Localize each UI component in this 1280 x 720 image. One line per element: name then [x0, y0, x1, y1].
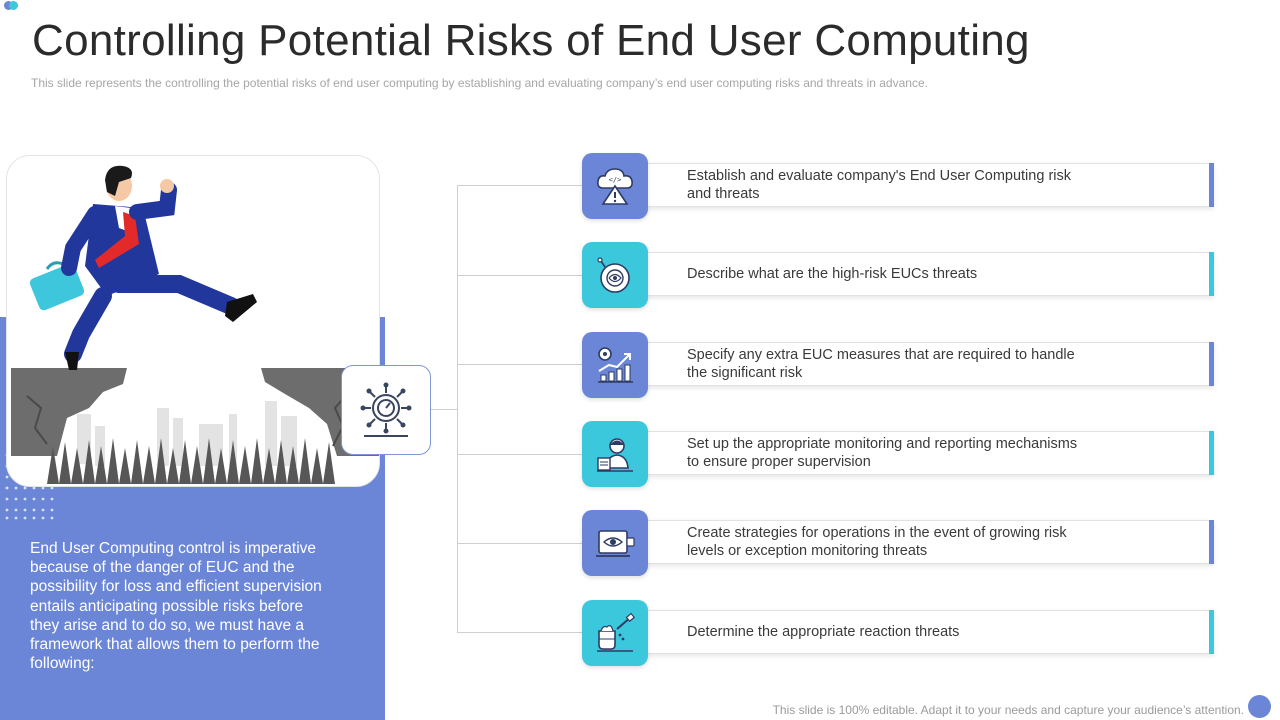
- panel-description: End User Computing control is imperative…: [30, 540, 322, 673]
- page-subtitle: This slide represents the controlling th…: [31, 76, 928, 90]
- list-item: Create strategies for operations in the …: [644, 520, 1214, 564]
- corner-dots-decoration: [4, 0, 18, 10]
- item-text: Describe what are the high-risk EUCs thr…: [687, 266, 978, 282]
- list-item: Set up the appropriate monitoring and re…: [644, 431, 1214, 475]
- illustration-card: [6, 155, 380, 487]
- item-accent-bar: [1209, 252, 1214, 296]
- item-text: Establish and evaluate company's End Use…: [687, 168, 1071, 202]
- item-accent-bar: [1209, 342, 1214, 386]
- page-title: Controlling Potential Risks of End User …: [32, 16, 1030, 65]
- item-accent-bar: [1209, 610, 1214, 654]
- list-item: Describe what are the high-risk EUCs thr…: [644, 252, 1214, 296]
- item-accent-bar: [1209, 431, 1214, 475]
- connector-1: [457, 185, 582, 186]
- item-text: Set up the appropriate monitoring and re…: [687, 436, 1078, 470]
- virus-bomb-icon: [582, 242, 648, 308]
- connector-center: [429, 409, 457, 410]
- risk-compass-icon: [360, 382, 412, 437]
- item-text: Specify any extra EUC measures that are …: [687, 347, 1075, 381]
- list-item: Establish and evaluate company's End Use…: [644, 163, 1214, 207]
- connector-3: [457, 364, 582, 365]
- connector-5: [457, 543, 582, 544]
- cloud-warning-icon: </>: [582, 153, 648, 219]
- footer-note: This slide is 100% editable. Adapt it to…: [772, 703, 1244, 717]
- item-text: Determine the appropriate reaction threa…: [687, 624, 960, 640]
- connector-vertical: [457, 185, 458, 633]
- connector-4: [457, 454, 582, 455]
- item-accent-bar: [1209, 520, 1214, 564]
- monitoring-person-icon: [582, 421, 648, 487]
- item-accent-bar: [1209, 163, 1214, 207]
- reaction-flask-icon: [582, 600, 648, 666]
- item-text: Create strategies for operations in the …: [687, 525, 1067, 559]
- connector-6: [457, 632, 582, 633]
- center-icon-box: [341, 365, 431, 455]
- businessman-jumping-gap-illustration: [11, 165, 379, 484]
- eye-laptop-icon: [582, 510, 648, 576]
- growth-gear-icon: [582, 332, 648, 398]
- list-item: Determine the appropriate reaction threa…: [644, 610, 1214, 654]
- svg-text:</>: </>: [609, 176, 622, 184]
- connector-2: [457, 275, 582, 276]
- footer-circle-decoration: [1248, 695, 1271, 718]
- list-item: Specify any extra EUC measures that are …: [644, 342, 1214, 386]
